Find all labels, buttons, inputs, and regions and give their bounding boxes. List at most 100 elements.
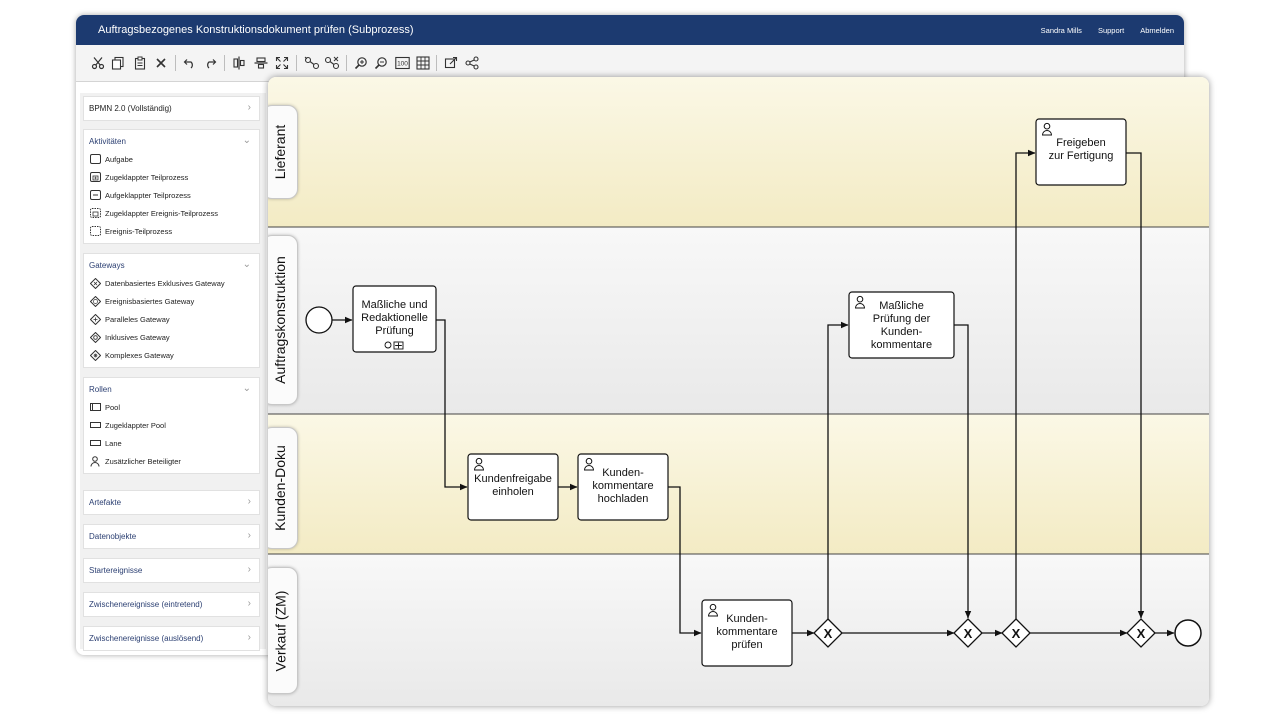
palette-item-label: Zugeklappter Teilprozess xyxy=(105,172,189,182)
lane-header-verkauf[interactable]: Verkauf (ZM) xyxy=(268,567,298,694)
palette-item-label: Zugeklappter Ereignis-Teilprozess xyxy=(105,208,218,218)
lane-icon xyxy=(89,437,101,449)
chevron-down-icon[interactable]: ⌄ xyxy=(242,383,251,394)
data-objects-header: Datenobjekte xyxy=(89,531,137,541)
user-task-icon xyxy=(1041,122,1053,136)
roles-header[interactable]: Rollen xyxy=(89,384,112,394)
gateway-2-symbol: X xyxy=(964,626,973,641)
palette-item-parallel-gateway[interactable]: Paralleles Gateway xyxy=(89,312,170,326)
flow-hochladen-to-pruefen xyxy=(668,486,702,637)
subprocess-marker-icon xyxy=(384,341,404,350)
lane-header-auftragskonstruktion[interactable]: Auftragskonstruktion xyxy=(268,235,298,405)
palette-item-participant[interactable]: Zusätzlicher Beteiligter xyxy=(89,454,181,468)
paste-icon[interactable] xyxy=(132,55,148,71)
lane-header-lieferant[interactable]: Lieferant xyxy=(268,105,298,199)
gateway-icon xyxy=(89,277,101,289)
chevron-down-icon[interactable]: ⌄ xyxy=(242,135,251,146)
palette-item-lane[interactable]: Lane xyxy=(89,436,122,450)
task-massliche-pruefung-kundenkommentare[interactable] xyxy=(848,291,955,359)
gateways-header[interactable]: Gateways xyxy=(89,260,125,270)
undo-icon[interactable] xyxy=(182,55,198,71)
task-kundenkommentare-hochladen[interactable] xyxy=(577,453,669,521)
lane-header-kunden-doku[interactable]: Kunden-Doku xyxy=(268,427,298,549)
task-icon xyxy=(89,153,101,165)
delete-icon[interactable] xyxy=(153,55,169,71)
support-link[interactable]: Support xyxy=(1097,25,1125,35)
palette-item-complex-gateway[interactable]: Komplexes Gateway xyxy=(89,348,174,362)
palette-item-exclusive-gateway[interactable]: Datenbasiertes Exklusives Gateway xyxy=(89,276,225,290)
data-objects-section[interactable]: Datenobjekte › xyxy=(83,524,260,549)
activities-header[interactable]: Aktivitäten xyxy=(89,136,126,146)
start-events-section[interactable]: Startereignisse › xyxy=(83,558,260,583)
gateway-4-symbol: X xyxy=(1137,626,1146,641)
task-kundenfreigabe-einholen[interactable] xyxy=(467,453,559,521)
export-icon[interactable] xyxy=(443,55,459,71)
zoom-in-icon[interactable] xyxy=(353,55,369,71)
shape-palette-sidebar: BPMN 2.0 (Vollständig) › Aktivitäten ⌄ A… xyxy=(80,93,266,651)
flow-massliche-to-gateway2 xyxy=(954,324,972,619)
cut-icon[interactable] xyxy=(90,55,106,71)
palette-item-collapsed-subprocess[interactable]: Zugeklappter Teilprozess xyxy=(89,170,188,184)
palette-selector[interactable]: BPMN 2.0 (Vollständig) › xyxy=(83,96,260,121)
palette-item-task[interactable]: Aufgabe xyxy=(89,152,133,166)
share-icon[interactable] xyxy=(464,55,480,71)
exclusive-gateway-3[interactable] xyxy=(1001,618,1031,648)
copy-icon[interactable] xyxy=(110,55,126,71)
bpmn-diagram: X X X X xyxy=(268,77,1209,706)
gateway-icon xyxy=(89,313,101,325)
align-vertical-icon[interactable] xyxy=(231,55,247,71)
palette-item-label: Komplexes Gateway xyxy=(105,350,174,360)
palette-item-label: Aufgeklappter Teilprozess xyxy=(105,190,191,200)
zoom-out-icon[interactable] xyxy=(373,55,389,71)
chevron-down-icon[interactable]: ⌄ xyxy=(242,259,251,270)
logout-link[interactable]: Abmelden xyxy=(1140,25,1174,35)
throwing-events-section[interactable]: Zwischenereignisse (auslösend) › xyxy=(83,626,260,651)
chevron-right-icon: › xyxy=(247,632,251,643)
palette-item-expanded-subprocess[interactable]: Aufgeklappter Teilprozess xyxy=(89,188,191,202)
palette-item-event-gateway[interactable]: Ereignisbasiertes Gateway xyxy=(89,294,194,308)
catching-events-section[interactable]: Zwischenereignisse (eintretend) › xyxy=(83,592,260,617)
gateway-icon xyxy=(89,349,101,361)
end-event[interactable] xyxy=(1174,619,1202,647)
palette-item-pool[interactable]: Pool xyxy=(89,400,120,414)
exclusive-gateway-4[interactable] xyxy=(1126,618,1156,648)
event-subprocess-icon xyxy=(89,225,101,237)
zoom-100-icon[interactable]: 100 xyxy=(394,55,410,71)
chevron-right-icon: › xyxy=(247,598,251,609)
user-name-link[interactable]: Sandra Mills xyxy=(1040,25,1082,35)
user-task-icon xyxy=(473,457,485,471)
start-event[interactable] xyxy=(305,306,333,334)
exclusive-gateway-2[interactable] xyxy=(953,618,983,648)
expanded-subprocess-icon xyxy=(89,189,101,201)
catching-events-header: Zwischenereignisse (eintretend) xyxy=(89,599,203,609)
task-freigeben-zur-fertigung[interactable] xyxy=(1035,118,1127,186)
reconnect-icon[interactable] xyxy=(324,55,340,71)
artifacts-section[interactable]: Artefakte › xyxy=(83,490,260,515)
redo-icon[interactable] xyxy=(202,55,218,71)
lane-label: Verkauf (ZM) xyxy=(272,590,288,671)
grid-icon[interactable] xyxy=(415,55,431,71)
palette-item-collapsed-pool[interactable]: Zugeklappter Pool xyxy=(89,418,166,432)
chevron-right-icon: › xyxy=(247,102,251,113)
lane-kunden-doku[interactable] xyxy=(268,414,1209,554)
gateway-1-symbol: X xyxy=(824,626,833,641)
palette-item-label: Datenbasiertes Exklusives Gateway xyxy=(105,278,225,288)
fit-icon[interactable] xyxy=(274,55,290,71)
exclusive-gateway-1[interactable] xyxy=(813,618,843,648)
palette-item-event-subprocess[interactable]: Ereignis-Teilprozess xyxy=(89,224,172,238)
task-massliche-redaktionelle-pruefung[interactable] xyxy=(352,285,437,353)
connect-icon[interactable] xyxy=(304,55,320,71)
toolbar: 100 xyxy=(76,45,1184,82)
palette-item-collapsed-event-subprocess[interactable]: Zugeklappter Ereignis-Teilprozess xyxy=(89,206,218,220)
chevron-right-icon: › xyxy=(247,530,251,541)
palette-item-label: Lane xyxy=(105,438,122,448)
align-horizontal-icon[interactable] xyxy=(253,55,269,71)
user-task-icon xyxy=(854,295,866,309)
palette-item-inclusive-gateway[interactable]: Inklusives Gateway xyxy=(89,330,170,344)
task-kundenkommentare-pruefen[interactable] xyxy=(701,599,793,667)
